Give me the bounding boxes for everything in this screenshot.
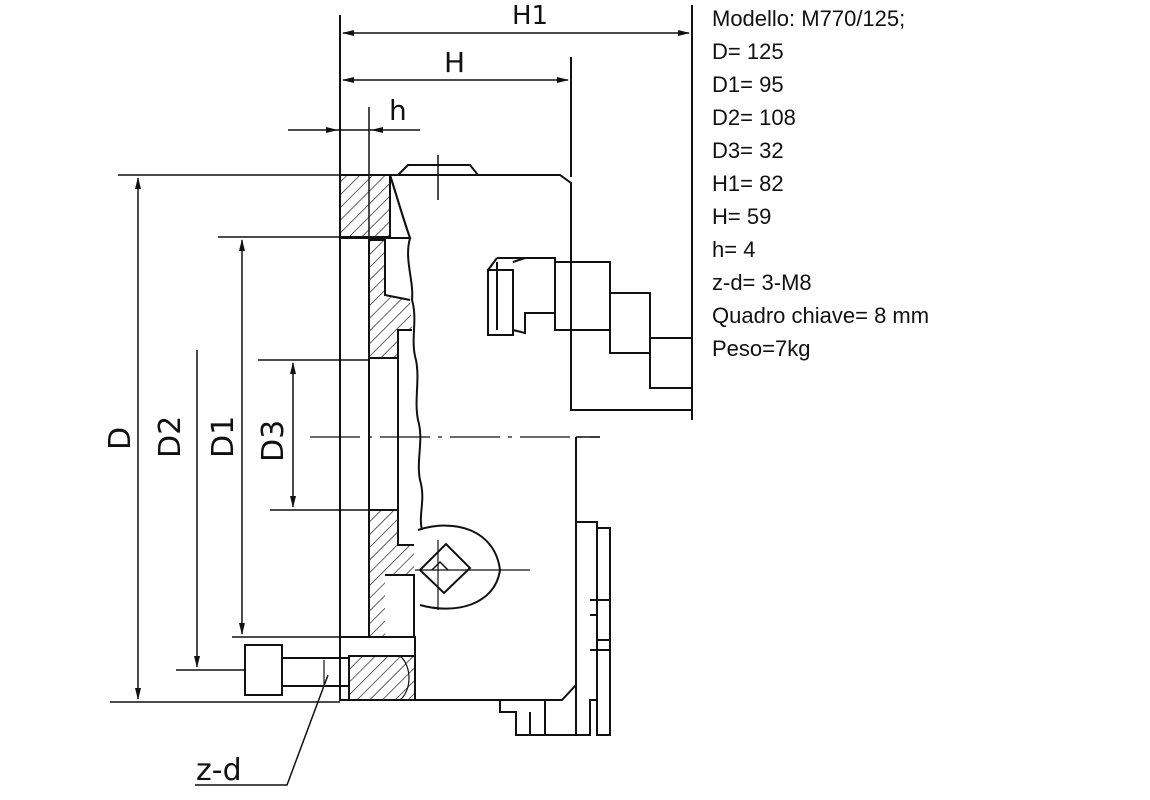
spec-line-d: D= 125 bbox=[712, 35, 1142, 68]
label-d1: D1 bbox=[206, 416, 241, 458]
label-h: H bbox=[444, 46, 465, 79]
spec-label: Peso= bbox=[712, 336, 775, 361]
spec-value: 3-M8 bbox=[761, 270, 812, 295]
spec-line-h: H= 59 bbox=[712, 200, 1142, 233]
spec-label: h= bbox=[712, 237, 738, 262]
spec-label: H= bbox=[712, 204, 741, 229]
spec-list: Modello: M770/125; D= 125 D1= 95 D2= 108… bbox=[712, 2, 1142, 365]
spec-label: H1= bbox=[712, 171, 753, 196]
spec-value: 82 bbox=[759, 171, 784, 196]
label-d3: D3 bbox=[256, 420, 291, 462]
spec-label: z-d= bbox=[712, 270, 756, 295]
label-zd: z-d bbox=[196, 753, 242, 788]
label-h-small: h bbox=[389, 94, 407, 127]
spec-label: Modello: bbox=[712, 6, 796, 31]
spec-value: 4 bbox=[743, 237, 756, 262]
spec-line-key-square: Quadro chiave= 8 mm bbox=[712, 299, 1142, 332]
spec-value: 108 bbox=[759, 105, 796, 130]
spec-value: 59 bbox=[746, 204, 772, 229]
label-d2: D2 bbox=[153, 416, 188, 458]
spec-line-d3: D3= 32 bbox=[712, 134, 1142, 167]
spec-line-d2: D2= 108 bbox=[712, 101, 1142, 134]
spec-line-d1: D1= 95 bbox=[712, 68, 1142, 101]
spec-line-zd: z-d= 3-M8 bbox=[712, 266, 1142, 299]
spec-value: M770/125; bbox=[801, 6, 906, 31]
spec-line-model: Modello: M770/125; bbox=[712, 2, 1142, 35]
spec-line-h-small: h= 4 bbox=[712, 233, 1142, 266]
spec-label: D3= bbox=[712, 138, 753, 163]
spec-label: D= bbox=[712, 39, 741, 64]
spec-line-weight: Peso=7kg bbox=[712, 332, 1142, 365]
spec-value: 8 mm bbox=[874, 303, 930, 328]
spec-label: D2= bbox=[712, 105, 753, 130]
label-d: D bbox=[103, 427, 138, 450]
spec-value: 95 bbox=[759, 72, 784, 97]
spec-label: Quadro chiave= bbox=[712, 303, 868, 328]
spec-line-h1: H1= 82 bbox=[712, 167, 1142, 200]
spec-value: 125 bbox=[746, 39, 784, 64]
spec-value: 7kg bbox=[775, 336, 811, 361]
spec-label: D1= bbox=[712, 72, 753, 97]
spec-value: 32 bbox=[759, 138, 784, 163]
label-h1: H1 bbox=[512, 1, 548, 31]
